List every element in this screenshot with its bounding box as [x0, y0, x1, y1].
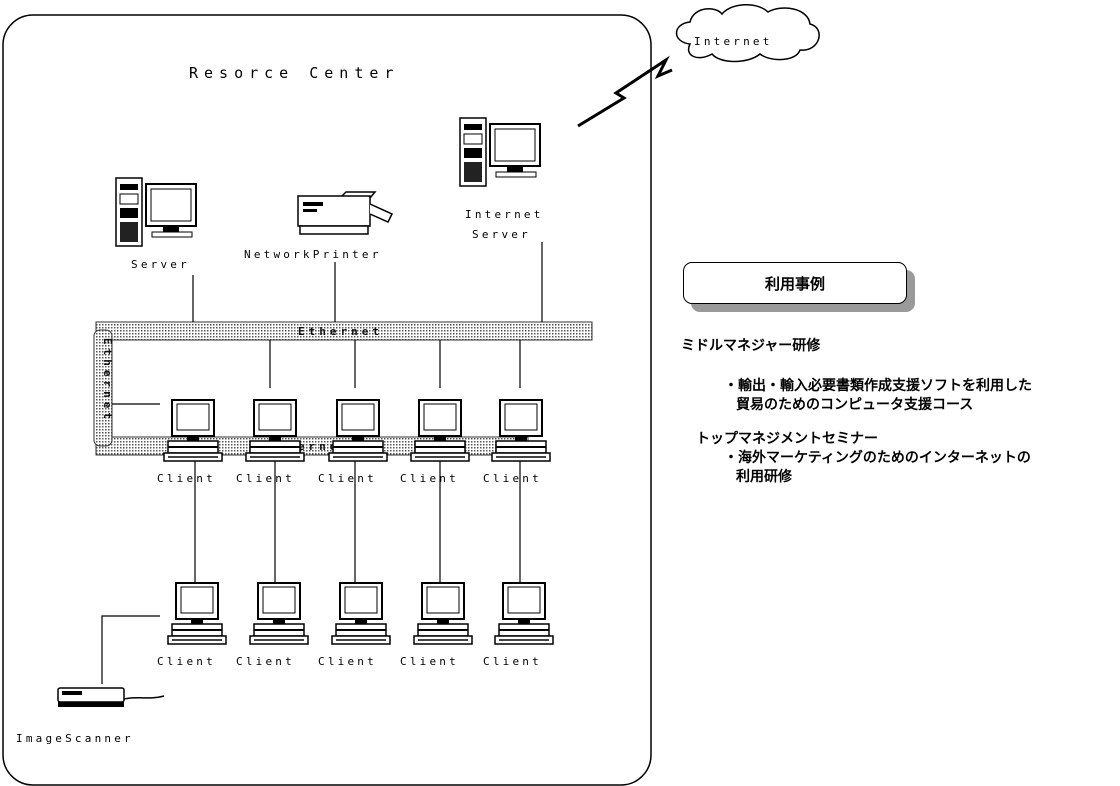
client-label: Client — [483, 472, 542, 485]
client-label: Client — [400, 472, 459, 485]
resource-center-title: Resorce Center — [189, 64, 399, 82]
case2-line2: 利用研修 — [736, 466, 792, 486]
client-label: Client — [236, 655, 295, 668]
client-label: Client — [483, 655, 542, 668]
case1-title: ミドルマネジャー研修 — [681, 335, 820, 355]
client-computer-icon — [250, 583, 308, 644]
internet-server-label-2: Server — [472, 228, 531, 241]
client-label: Client — [236, 472, 295, 485]
case1-line2: 貿易のためのコンピュータ支援コース — [736, 394, 973, 414]
client-label: Client — [157, 655, 216, 668]
client-computer-icon — [492, 400, 550, 461]
client-label: Client — [318, 655, 377, 668]
server-label: Server — [131, 258, 190, 271]
client-computer-icon — [329, 400, 387, 461]
client-label: Client — [157, 472, 216, 485]
internet-server-computer-icon — [460, 118, 540, 186]
client-label: Client — [318, 472, 377, 485]
network-printer-label: NetworkPrinter — [244, 248, 382, 261]
client-label: Client — [400, 655, 459, 668]
client-computer-icon — [164, 400, 222, 461]
client-computer-icon — [411, 400, 469, 461]
ethernet-bus-vertical-label: Ethernet — [101, 338, 114, 423]
server-computer-icon — [116, 178, 196, 246]
client-computer-icon — [414, 583, 472, 644]
internet-cloud-label: Internet — [694, 35, 773, 48]
case1-line1: ・輸出・輸入必要書類作成支援ソフトを利用した — [724, 375, 1032, 395]
image-scanner-icon — [58, 688, 164, 707]
client-computer-icon — [495, 583, 553, 644]
case2-line1: ・海外マーケティングのためのインターネットの — [724, 447, 1031, 467]
client-computer-icon — [332, 583, 390, 644]
lightning-link-icon — [578, 60, 672, 126]
internet-cloud — [677, 5, 820, 62]
ethernet-bus-top-label: Ethernet — [298, 325, 383, 338]
usage-examples-heading: 利用事例 — [683, 262, 907, 304]
image-scanner-label: ImageScanner — [16, 732, 134, 745]
network-printer-icon — [298, 192, 392, 234]
internet-server-label-1: Internet — [465, 208, 544, 221]
client-computer-icon — [246, 400, 304, 461]
case2-title: トップマネジメントセミナー — [696, 428, 878, 448]
connection-lines — [102, 242, 542, 684]
client-computer-icon — [168, 583, 226, 644]
